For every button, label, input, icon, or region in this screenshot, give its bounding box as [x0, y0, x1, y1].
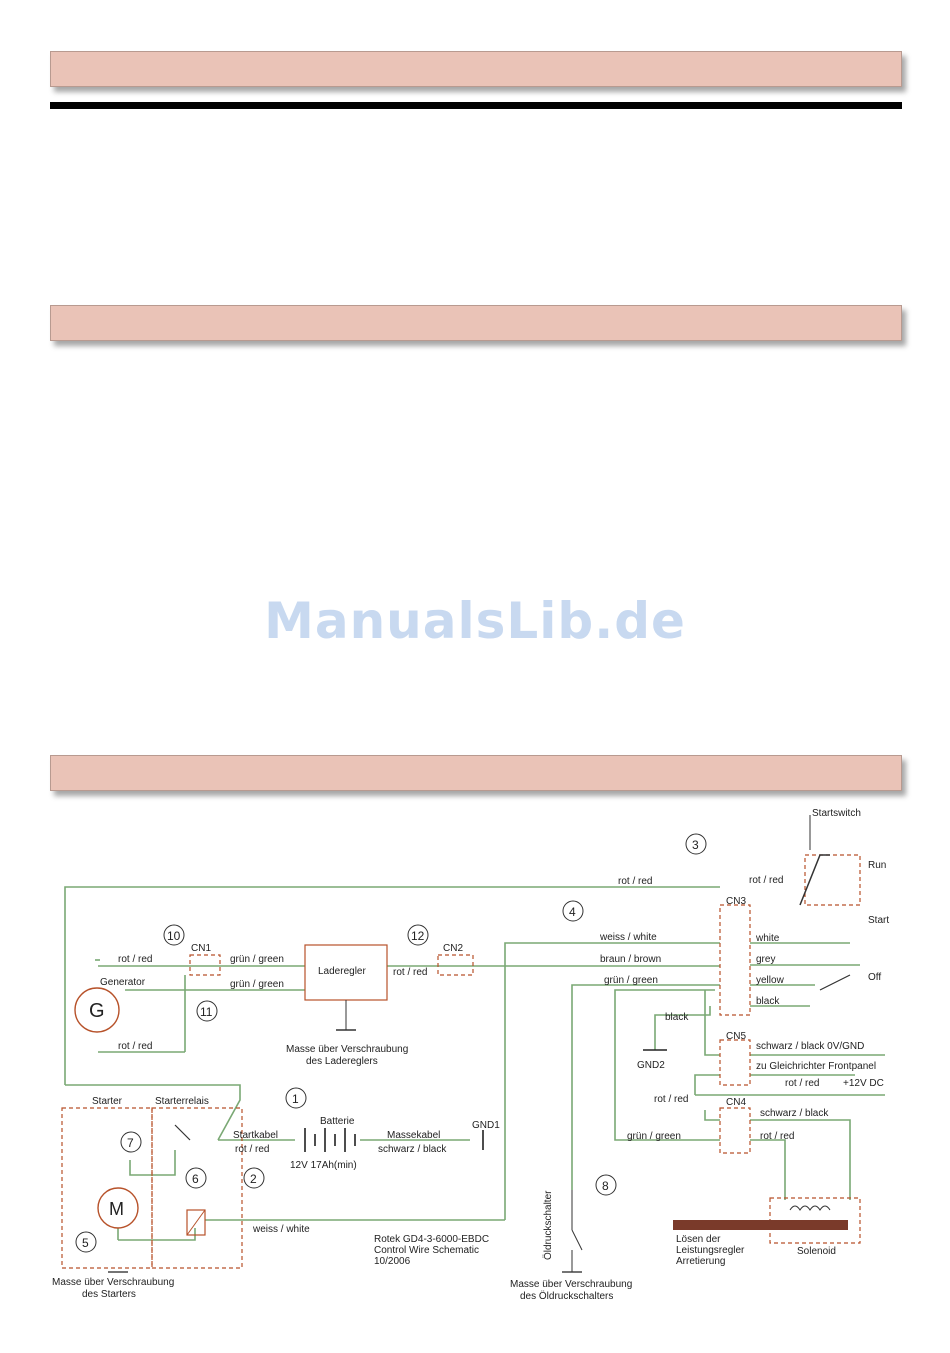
battery-spec: 12V 17Ah(min): [290, 1160, 357, 1171]
laderegler-label: Laderegler: [318, 966, 366, 977]
header-band-2: [50, 305, 902, 341]
callout-8: 8: [602, 1179, 609, 1193]
off-label: Off: [868, 972, 881, 983]
wire-schwarz-battery: schwarz / black: [378, 1144, 447, 1155]
solenoid-label: Solenoid: [797, 1246, 836, 1257]
callout-5: 5: [82, 1236, 89, 1250]
laderegler-ground-2: des Ladereglers: [306, 1056, 378, 1067]
model-note-3: 10/2006: [374, 1256, 411, 1267]
gnd2-label: GND2: [637, 1060, 665, 1071]
wire-rot-red-top: rot / red: [618, 876, 652, 887]
wire-zu-gleichrichter: zu Gleichrichter Frontpanel: [756, 1061, 876, 1072]
massekabel-label: Massekabel: [387, 1130, 440, 1141]
gnd1-label: GND1: [472, 1120, 500, 1131]
callout-2: 2: [250, 1172, 257, 1186]
cn2-label: CN2: [443, 943, 463, 954]
cn1-label: CN1: [191, 943, 211, 954]
wire-white: white: [755, 933, 780, 944]
model-note-1: Rotek GD4-3-6000-EBDC: [374, 1234, 489, 1245]
callout-12: 12: [411, 929, 425, 943]
header-band-1: [50, 51, 902, 87]
starter-ground-2: des Starters: [82, 1289, 136, 1300]
watermark: ManualsLib.de: [264, 592, 686, 650]
startswitch-label: Startswitch: [812, 808, 861, 819]
wire-gruen-2: grün / green: [230, 979, 284, 990]
wire-rot-red-cn2: rot / red: [393, 967, 427, 978]
starter-label: Starter: [92, 1096, 123, 1107]
wire-rot-red-12v: rot / red: [785, 1078, 819, 1089]
cn4-label: CN4: [726, 1097, 746, 1108]
generator-symbol: G: [89, 1000, 105, 1022]
loesen-3: Arretierung: [676, 1256, 725, 1267]
wire-plus12v: +12V DC: [843, 1078, 884, 1089]
callout-4: 4: [569, 905, 576, 919]
callout-7: 7: [127, 1136, 134, 1150]
wire-rot-red-cn4-left: rot / red: [654, 1094, 688, 1105]
startkabel-label: Startkabel: [233, 1130, 278, 1141]
callout-11: 11: [200, 1005, 213, 1019]
wire-gruen-1: grün / green: [230, 954, 284, 965]
wire-rot-red-start: rot / red: [235, 1144, 269, 1155]
laderegler-ground-1: Masse über Verschraubung: [286, 1044, 408, 1055]
wire-rot-red-gen: rot / red: [118, 954, 152, 965]
wire-gruen-cn3: grün / green: [604, 975, 658, 986]
wire-black-gnd2: black: [665, 1012, 689, 1023]
oeldruckschalter-label: Öldruckschalter: [542, 1190, 554, 1260]
starterrelais-label: Starterrelais: [155, 1096, 209, 1107]
model-note-2: Control Wire Schematic: [374, 1245, 479, 1256]
callout-1: 1: [292, 1092, 299, 1106]
oel-ground-2: des Öldruckschalters: [520, 1290, 613, 1302]
wire-grey: grey: [756, 954, 775, 965]
wire-rot-red-gen-bottom: rot / red: [118, 1041, 152, 1052]
run-label: Run: [868, 860, 886, 871]
starter-ground-1: Masse über Verschraubung: [52, 1277, 174, 1288]
wire-braun-brown: braun / brown: [600, 954, 661, 965]
callout-6: 6: [192, 1172, 199, 1186]
batterie-label: Batterie: [320, 1116, 355, 1127]
wire-rot-red-switch: rot / red: [749, 875, 783, 886]
cn3-label: CN3: [726, 896, 746, 907]
callout-3: 3: [692, 838, 699, 852]
wire-weiss-white-top: weiss / white: [599, 932, 657, 943]
oel-ground-1: Masse über Verschraubung: [510, 1279, 632, 1290]
generator-label: Generator: [100, 977, 146, 988]
wire-gruen-cn4: grün / green: [627, 1131, 681, 1142]
start-label: Start: [868, 915, 889, 926]
loesen-1: Lösen der: [676, 1234, 721, 1245]
callout-10: 10: [167, 929, 181, 943]
wire-rot-red-cn4-right: rot / red: [760, 1131, 794, 1142]
header-rule: [50, 102, 902, 109]
wire-yellow: yellow: [756, 975, 785, 986]
wire-schwarz-0v: schwarz / black 0V/GND: [756, 1041, 864, 1052]
wire-weiss-white-bottom: weiss / white: [252, 1224, 310, 1235]
wire-black: black: [756, 996, 780, 1007]
loesen-2: Leistungsregler: [676, 1245, 745, 1256]
header-band-3: [50, 755, 902, 791]
wire-schwarz-cn4: schwarz / black: [760, 1108, 829, 1119]
motor-symbol: M: [109, 1199, 124, 1219]
cn5-label: CN5: [726, 1031, 746, 1042]
